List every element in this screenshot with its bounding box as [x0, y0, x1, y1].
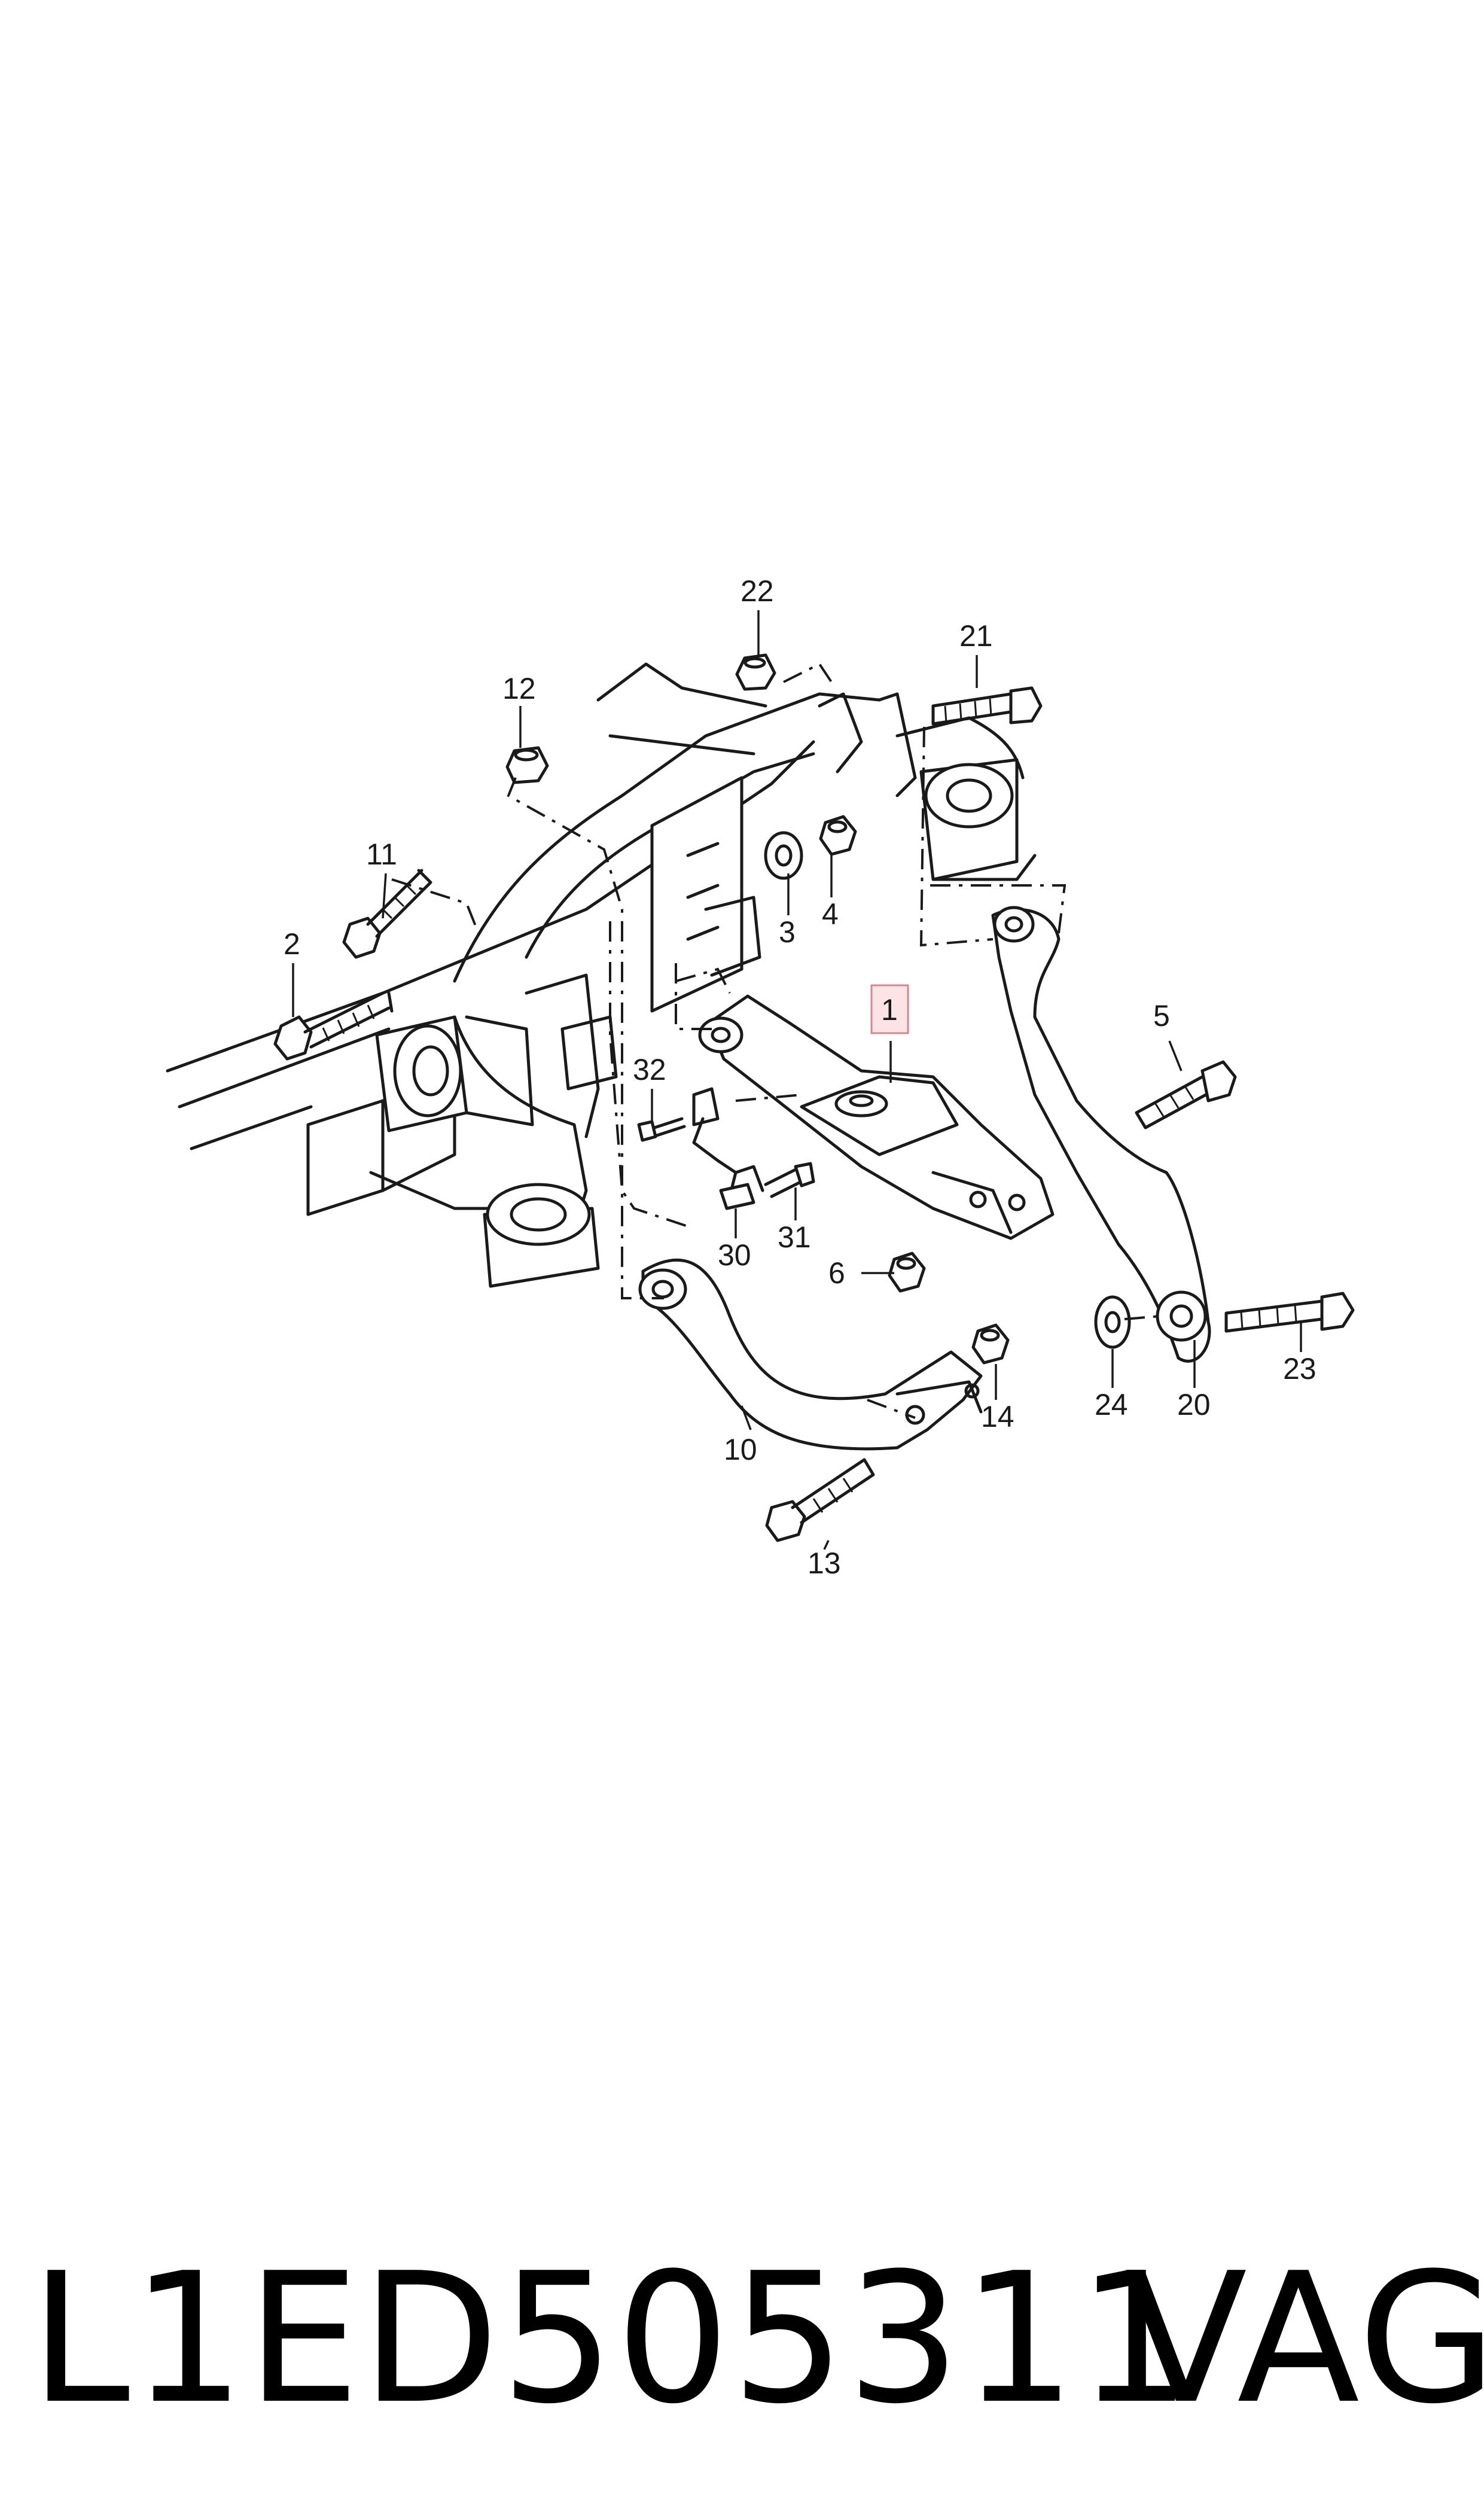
washer-3	[764, 831, 803, 880]
callout-31: 31	[778, 1220, 811, 1254]
callout-22: 22	[741, 574, 774, 608]
callout-32: 32	[633, 1053, 666, 1086]
callout-1: 1	[881, 993, 898, 1027]
callout-11: 11	[366, 838, 397, 871]
bolt-5	[1135, 1060, 1237, 1129]
callout-12: 12	[502, 672, 536, 705]
callout-3: 3	[779, 915, 796, 949]
nut-22	[735, 653, 776, 691]
subframe	[166, 662, 1037, 1288]
callout-13: 13	[807, 1546, 841, 1580]
callout-23: 23	[1283, 1352, 1317, 1386]
part-20-link-arm	[991, 906, 1211, 1363]
brand-name: VAG	[1125, 2234, 1484, 2443]
washer-24	[1094, 1295, 1131, 1349]
callout-20: 20	[1177, 1388, 1211, 1421]
callout-10: 10	[724, 1433, 757, 1466]
callout-30: 30	[718, 1238, 751, 1272]
nut-4	[819, 815, 857, 856]
bolt-13	[765, 1458, 875, 1542]
callout-labels: 1 2 3 4 5 6 10 11 12 13 14 20 21 22 23 2…	[284, 574, 1317, 1580]
callout-4: 4	[822, 897, 839, 931]
callout-24: 24	[1095, 1388, 1128, 1421]
bolt-2	[273, 991, 394, 1061]
part-30-level-sensor	[692, 1087, 764, 1210]
part-number: L1ED505311	[30, 2234, 1193, 2443]
nut-6	[888, 1252, 926, 1293]
callout-2: 2	[284, 927, 300, 961]
assembly-lines	[391, 662, 1161, 1419]
bolt-23	[1224, 1292, 1355, 1333]
callout-5: 5	[1153, 999, 1170, 1033]
bolt-31	[764, 1162, 815, 1198]
part-1-lower-control-arm	[698, 994, 1055, 1240]
bolt-32	[637, 1117, 686, 1142]
nut-14	[971, 1323, 1010, 1365]
callout-6: 6	[828, 1256, 845, 1290]
callout-21: 21	[959, 619, 993, 653]
nut-12	[505, 746, 549, 784]
bolt-21	[931, 686, 1043, 726]
callout-1-highlight	[870, 984, 909, 1034]
part-10-trailing-arm	[638, 1258, 983, 1451]
callout-14: 14	[981, 1400, 1014, 1433]
fasteners	[273, 653, 1355, 1542]
bolt-11	[342, 869, 432, 959]
callout-leaders	[292, 610, 1302, 1550]
